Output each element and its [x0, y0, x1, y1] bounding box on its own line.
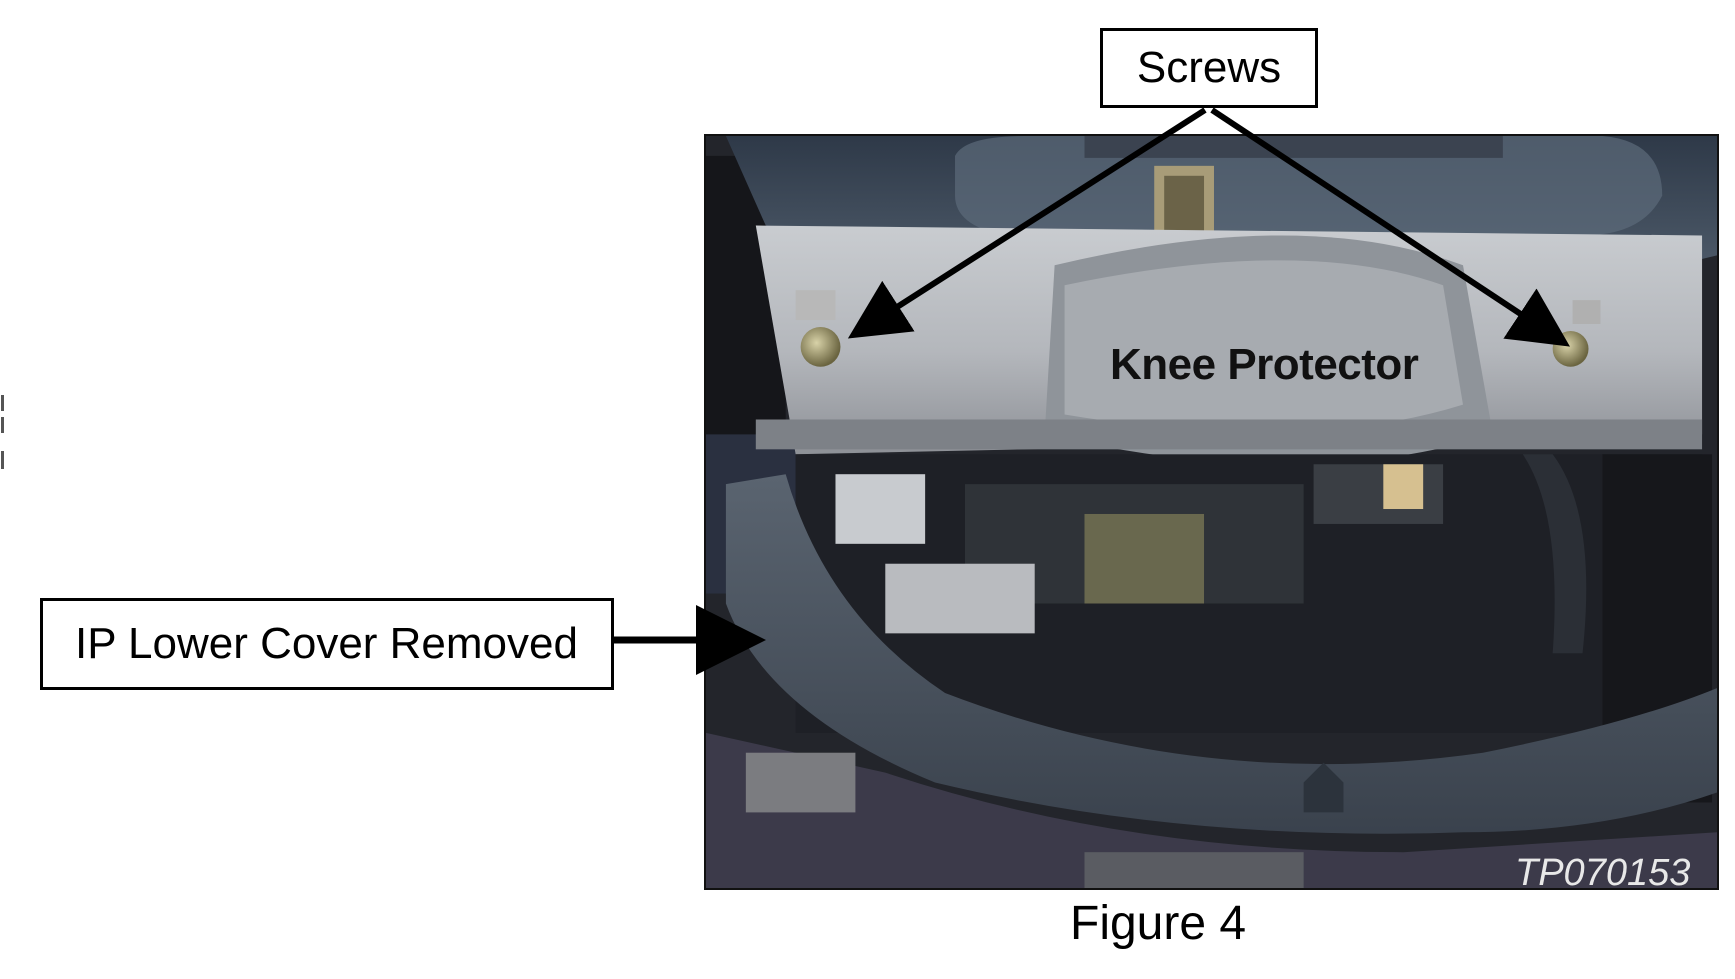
- knee-protector-label: Knee Protector: [1110, 340, 1419, 389]
- ip-lower-cover-callout: IP Lower Cover Removed: [40, 598, 614, 690]
- photo-id-watermark: TP070153: [1515, 852, 1691, 894]
- screws-label: Screws: [1136, 43, 1282, 92]
- screws-callout: Screws: [1100, 28, 1318, 108]
- page-edge-marks: [1, 395, 4, 469]
- figure-photo: [704, 134, 1719, 890]
- ip-lower-cover-label: IP Lower Cover Removed: [75, 619, 578, 668]
- figure-caption: Figure 4: [1070, 897, 1247, 950]
- knee-protector-photo: [706, 136, 1717, 888]
